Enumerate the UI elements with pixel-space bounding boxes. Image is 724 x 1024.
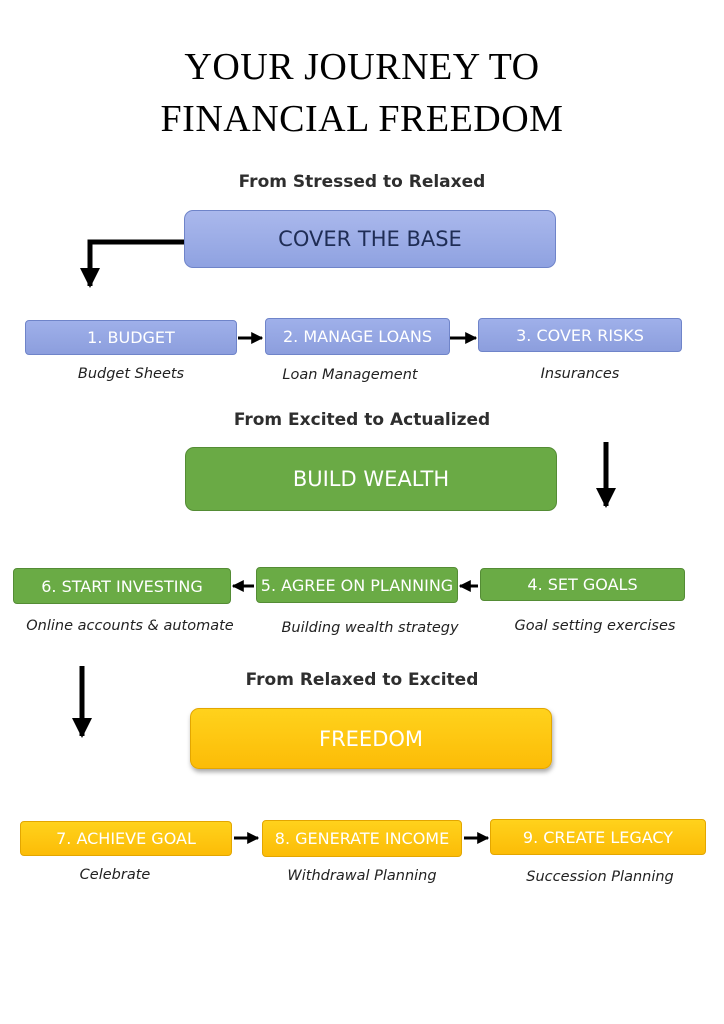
step-manage-loans: 2. MANAGE LOANS: [265, 318, 450, 355]
caption-set-goals: Goal setting exercises: [514, 618, 676, 634]
caption-cover-risks: Insurances: [540, 366, 620, 382]
page-title-line-1: YOUR JOURNEY TO: [184, 46, 540, 88]
elbow-arrow-cover-base: [80, 239, 184, 288]
step-achieve-goal: 7. ACHIEVE GOAL: [20, 821, 232, 856]
stage-label-2: From Excited to Actualized: [233, 410, 491, 430]
caption-generate-income: Withdrawal Planning: [287, 868, 437, 884]
caption-budget: Budget Sheets: [77, 366, 185, 382]
caption-achieve-goal: Celebrate: [79, 867, 151, 883]
caption-start-investing: Online accounts & automate: [26, 618, 234, 634]
step-budget: 1. BUDGET: [25, 320, 237, 355]
stage-label-1: From Stressed to Relaxed: [238, 172, 486, 192]
phase-freedom: FREEDOM: [190, 708, 552, 769]
caption-agree-on-planning: Building wealth strategy: [281, 620, 459, 636]
step-set-goals: 4. SET GOALS: [480, 568, 685, 601]
step-create-legacy: 9. CREATE LEGACY: [490, 819, 706, 855]
step-generate-income: 8. GENERATE INCOME: [262, 820, 462, 857]
phase-cover-the-base: COVER THE BASE: [184, 210, 556, 268]
step-start-investing: 6. START INVESTING: [13, 568, 231, 604]
caption-create-legacy: Succession Planning: [526, 869, 674, 885]
step-agree-on-planning: 5. AGREE ON PLANNING: [256, 567, 458, 603]
step-cover-risks: 3. COVER RISKS: [478, 318, 682, 352]
stage-label-3: From Relaxed to Excited: [245, 670, 479, 690]
page-title-line-2: FINANCIAL FREEDOM: [160, 98, 564, 140]
phase-build-wealth: BUILD WEALTH: [185, 447, 557, 511]
caption-manage-loans: Loan Management: [282, 367, 418, 383]
